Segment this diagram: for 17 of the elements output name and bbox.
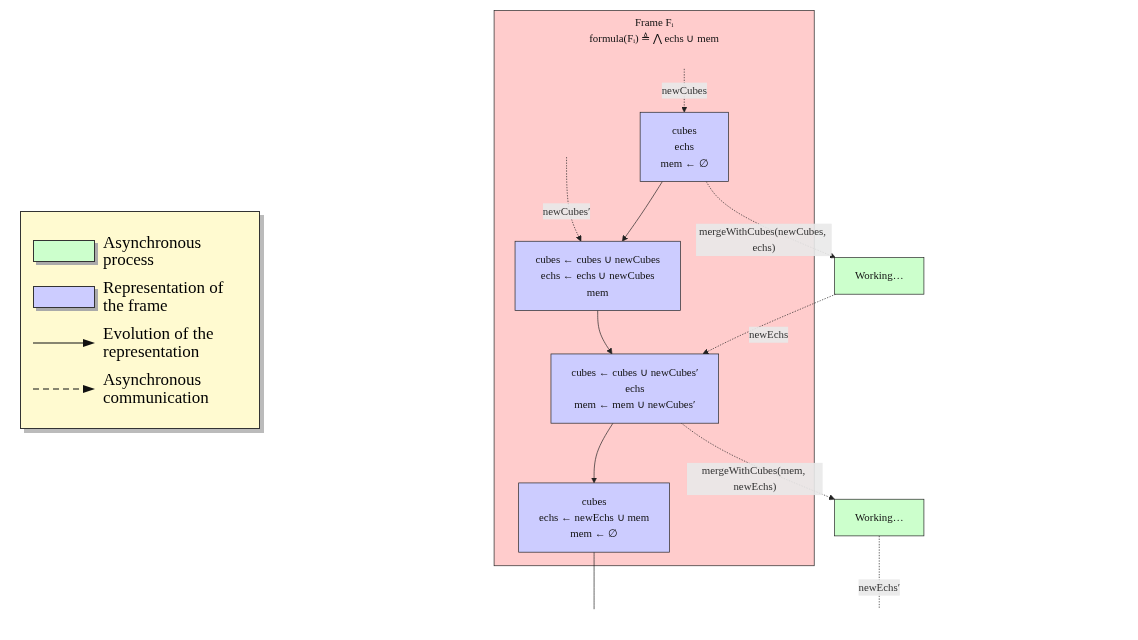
legend-label: Representation of the frame [103,279,225,315]
connector [878,535,880,610]
legend-label: Evolution of the representation [103,325,215,361]
node-box: Working… [834,498,925,537]
node-box: cubes echs mem ← ∅ [639,111,729,182]
edge-label: newCubes [661,84,707,96]
edge-label: newEchs [748,328,789,341]
node-box: Working… [834,257,925,295]
edge-label: newCubes′ [542,205,591,217]
edge-label: newEchs′ [858,581,901,593]
node-box: cubes ← cubes ∪ newCubes echs ← echs ∪ newCubes mem [514,240,681,311]
node-box: cubes ← cubes ∪ newCubes′ echs mem ← mem ∪ newCubes′ [550,353,719,424]
node-box: cubes echs ← newEchs ∪ mem mem ← ∅ [518,482,670,553]
legend-label: Asynchronous process [103,233,203,270]
connector [593,551,595,610]
legend-label: Asynchronous communication [103,370,210,407]
edge-label: mergeWithCubes(mem, newEchs) [701,464,806,493]
